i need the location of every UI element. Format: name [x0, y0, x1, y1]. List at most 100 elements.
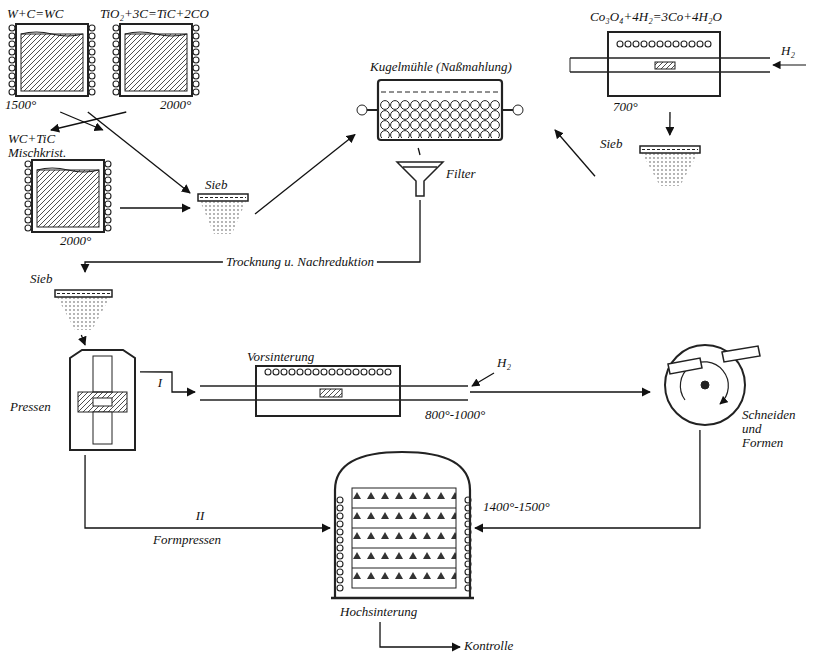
hydrogen-inlet: [773, 65, 806, 66]
mixed-crystal-furnace: [104, 160, 112, 232]
sieve: [200, 201, 246, 234]
carburising-furnace: TiO₂+3C=TiC+2CO2000°: [95, 5, 220, 112]
carburising-furnace: [112, 24, 120, 96]
press: Pressen: [5, 345, 140, 455]
sieve: [55, 290, 112, 330]
cutting-disc: [722, 346, 760, 362]
flow-arrow: [380, 622, 460, 647]
sieve: [57, 293, 110, 294]
node-label: Co₃O₄+4H₂=3Co+4H₂O: [590, 10, 722, 24]
carburising-furnace: [88, 24, 96, 96]
carburising-furnace: [120, 24, 192, 96]
sintering-furnace: [352, 548, 456, 549]
flow-arrow: [88, 112, 190, 193]
node-label: WC+TiC Mischkrist.: [8, 132, 86, 160]
carburising-furnace: [21, 34, 83, 91]
sintering-furnace: Hochsinterung1400°-1500°: [330, 445, 475, 622]
reduction-furnace: [570, 58, 571, 72]
cutting-disc: Schneiden und Formen: [650, 340, 808, 430]
temperature-label: 2000°: [160, 98, 191, 112]
sieve: [200, 197, 246, 198]
inspection-step: Kontrolle: [460, 637, 535, 657]
sieve: [55, 290, 112, 297]
gas-label: H₂: [494, 356, 514, 370]
sintering-furnace: [352, 488, 456, 588]
node-label: Vorsinterung: [247, 350, 314, 364]
sieve: [642, 149, 698, 150]
press: [93, 412, 112, 444]
ball-mill: [513, 105, 523, 115]
edge-label: Trocknung u. Nachreduktion: [223, 255, 377, 269]
sieve: [198, 194, 248, 201]
press: [70, 350, 135, 450]
node-label: Filter: [446, 167, 476, 181]
temperature-label: 2000°: [60, 234, 91, 248]
presintering-furnace: [264, 368, 392, 376]
sintering-furnace: [331, 452, 474, 598]
flow-arrow: [81, 335, 85, 345]
reduction-furnace: Co₃O₄+4H₂=3Co+4H₂O 700°: [565, 8, 775, 112]
carburising-furnace: [8, 24, 16, 96]
sieve: Sieb: [25, 272, 120, 335]
ball-mill: [357, 105, 367, 115]
edge-label: I: [155, 376, 165, 390]
press: [70, 350, 135, 450]
sieve: Sieb: [190, 178, 255, 238]
filter-funnel: Filter: [390, 155, 485, 200]
mixed-crystal-furnace: [24, 160, 112, 232]
node-label: Kontrolle: [464, 639, 513, 653]
hydrogen-inlet: [472, 373, 494, 386]
sieve: [198, 194, 248, 234]
flow-arrow: [85, 455, 330, 528]
press: [93, 398, 112, 406]
carburising-furnace: [125, 32, 187, 36]
node-label: Kugelmühle (Naßmahlung): [370, 60, 512, 74]
sintering-furnace: [464, 496, 472, 592]
sintering-furnace: [352, 568, 456, 569]
sintering-furnace: [331, 597, 474, 600]
cutting-disc: [701, 381, 709, 389]
node-label: Schneiden und Formen: [742, 408, 802, 450]
reduction-furnace: [608, 32, 720, 96]
sieve: [57, 297, 110, 330]
temperature-label: 1500°: [5, 98, 36, 112]
carburising-furnace: [16, 24, 88, 96]
reduction-furnace: [655, 62, 675, 69]
flow-arrow: [555, 130, 595, 176]
press: [78, 392, 127, 412]
cutting-disc: [668, 358, 702, 374]
node-label: Sieb: [30, 272, 52, 286]
carburising-furnace: [192, 24, 200, 96]
flow-arrow: [51, 112, 126, 130]
sintering-furnace: [336, 496, 344, 592]
reduction-furnace: [616, 40, 712, 48]
node-label: Sieb: [600, 137, 622, 151]
node-label: Sieb: [205, 178, 227, 192]
reduction-furnace: [570, 57, 770, 58]
flow-arrow: [470, 391, 650, 392]
temperature-label: 700°: [613, 100, 638, 114]
presintering-furnace: [320, 389, 342, 397]
flow-arrow: [140, 372, 195, 392]
flow-arrow: [418, 148, 420, 155]
filter-funnel: [397, 162, 443, 196]
filter-funnel: [403, 166, 437, 168]
presintering-furnace: Vorsinterung800°-1000°: [195, 350, 470, 425]
carburising-furnace: W+C=WC1500°: [5, 5, 97, 112]
flow-arrow: [85, 200, 420, 272]
flow-arrow: [120, 207, 190, 208]
reduction-furnace: [570, 71, 770, 72]
mixed-crystal-furnace: [24, 160, 32, 232]
sieve: [640, 146, 700, 153]
mixed-crystal-furnace: [32, 160, 104, 232]
temperature-label: 1400°-1500°: [483, 500, 550, 514]
presintering-furnace: [200, 399, 468, 400]
carburising-furnace: [112, 24, 200, 96]
carburising-furnace: [21, 32, 83, 36]
sieve: [640, 146, 700, 186]
ball-mill: [378, 80, 502, 140]
